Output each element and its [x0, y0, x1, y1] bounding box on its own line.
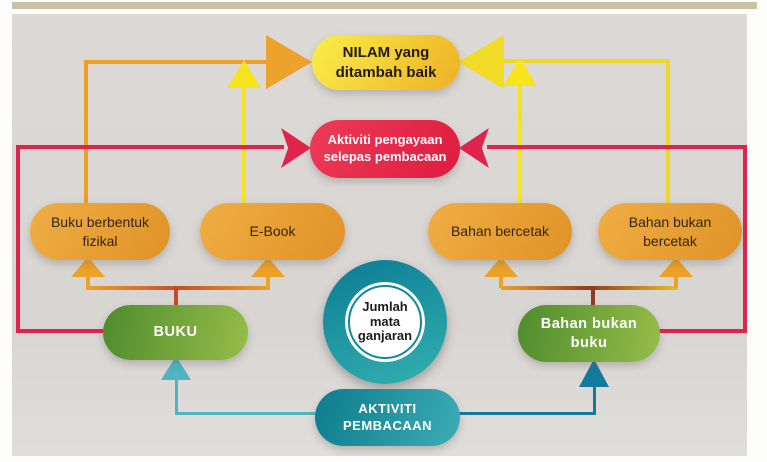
node-bahan-bukan-bercetak: Bahan bukan bercetak	[598, 203, 742, 260]
line-branch-to-bercetak	[499, 274, 503, 288]
jumlah-text-2: mata	[369, 313, 401, 329]
node-nilam-text-1: NILAM yang	[342, 44, 430, 61]
node-bahanbukanbuku-text-2: buku	[570, 334, 608, 351]
node-pengayaan-text-2: selepas pembacaan	[323, 149, 447, 164]
node-fizikal-text-1: Buku berbentuk	[50, 214, 150, 231]
node-pembacaan-text-2: PEMBACAAN	[343, 417, 432, 433]
line-branch-to-ebook	[266, 274, 270, 288]
jumlah-circle-ring: Jumlah mata ganjaran	[345, 282, 425, 362]
node-bahanbukanbuku-text-1: Bahan bukan	[540, 315, 638, 332]
line-pembacaan-to-bahanbukanbuku-vertical	[593, 386, 596, 415]
node-buku-text: BUKU	[153, 324, 198, 341]
page-top-bar	[12, 2, 757, 9]
node-bahan-bukan-buku: Bahan bukan buku	[518, 305, 660, 362]
line-red-left-vertical	[16, 145, 20, 333]
node-nilam-text-2: ditambah baik	[335, 63, 437, 81]
line-bercetak-up-vertical	[518, 84, 522, 205]
jumlah-text-1: Jumlah	[362, 298, 408, 314]
line-bukanbercetak-to-nilam-horizontal	[500, 59, 670, 63]
jumlah-circle-center: Jumlah mata ganjaran	[348, 285, 422, 359]
node-pengayaan-text-1: Aktiviti pengayaan	[327, 132, 443, 148]
node-ebook: E-Book	[200, 203, 345, 260]
line-bukanbercetak-to-nilam-vertical	[666, 59, 670, 205]
node-aktiviti-pembacaan: AKTIVITI PEMBACAAN	[315, 389, 460, 446]
node-nilam: NILAM yang ditambah baik	[312, 35, 460, 90]
line-pembacaan-to-buku-horizontal	[176, 412, 316, 415]
line-fizikal-to-nilam-horizontal	[84, 60, 268, 64]
line-fizikal-to-nilam-vertical	[84, 60, 88, 205]
node-aktiviti-pengayaan: Aktiviti pengayaan selepas pembacaan	[310, 120, 460, 178]
node-bahan-bercetak: Bahan bercetak	[428, 203, 572, 260]
line-bahanbukanbuku-branch-horizontal	[501, 286, 678, 290]
node-bukanbercetak-text-2: bercetak	[643, 232, 697, 249]
node-pembacaan-text-1: AKTIVITI	[358, 400, 417, 416]
node-fizikal-text-2: fizikal	[82, 232, 118, 249]
line-buku-branch-horizontal	[86, 286, 270, 290]
node-bercetak-text: Bahan bercetak	[450, 223, 550, 240]
jumlah-text-3: ganjaran	[357, 328, 413, 344]
node-buku-berbentuk-fizikal: Buku berbentuk fizikal	[30, 203, 170, 260]
line-red-left-horizontal	[16, 145, 284, 149]
line-pembacaan-to-bahanbukanbuku-horizontal	[459, 412, 596, 415]
line-red-right-vertical	[743, 145, 747, 333]
line-branch-to-bukanbercetak	[674, 274, 678, 288]
line-red-into-bahanbukanbuku	[656, 329, 747, 333]
line-branch-to-fizikal	[86, 274, 90, 288]
line-buku-branch-stub	[174, 286, 178, 307]
line-pembacaan-to-buku-vertical	[175, 378, 178, 415]
node-buku: BUKU	[103, 305, 248, 360]
line-red-right-horizontal	[487, 145, 747, 149]
line-bahanbukanbuku-branch-stub	[591, 286, 595, 307]
node-ebook-text: E-Book	[249, 223, 296, 240]
node-jumlah-mata-ganjaran: Jumlah mata ganjaran	[323, 260, 447, 384]
node-bukanbercetak-text-1: Bahan bukan	[628, 214, 712, 231]
line-red-into-buku	[16, 329, 105, 333]
